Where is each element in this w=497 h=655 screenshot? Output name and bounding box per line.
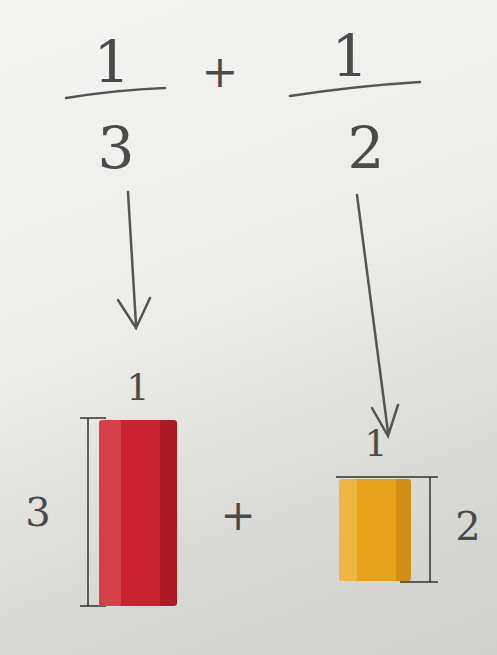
height-label: 2 bbox=[455, 506, 480, 546]
dimension-bracket bbox=[336, 477, 438, 582]
width-label: 1 bbox=[127, 370, 150, 406]
numerator: 1 bbox=[332, 27, 369, 85]
arrow-shaft bbox=[128, 192, 136, 325]
rod-highlight bbox=[99, 420, 121, 606]
denominator: 2 bbox=[348, 119, 385, 177]
width-label: 1 bbox=[365, 426, 388, 462]
yellow-rod bbox=[339, 479, 411, 581]
plus-sign: + bbox=[220, 495, 255, 537]
arrow-head bbox=[118, 298, 150, 328]
rod-shadow bbox=[160, 420, 177, 606]
height-label: 3 bbox=[25, 492, 50, 532]
rod-shadow bbox=[396, 479, 411, 581]
numerator: 1 bbox=[94, 33, 131, 91]
denominator: 3 bbox=[98, 119, 135, 177]
plus-sign: + bbox=[202, 50, 239, 94]
red-rod bbox=[99, 420, 177, 606]
rod-highlight bbox=[339, 479, 357, 581]
arrow-shaft bbox=[357, 195, 388, 432]
